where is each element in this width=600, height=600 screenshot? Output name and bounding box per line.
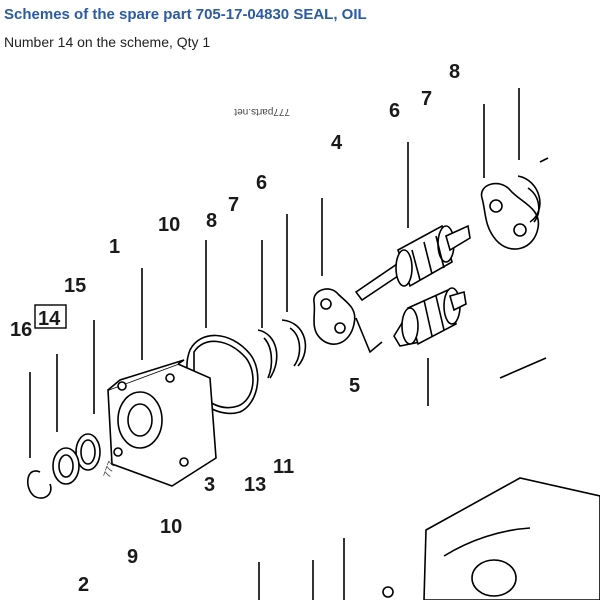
- callout-1: 1: [109, 236, 120, 258]
- callouts: 8 7 6 4 6 7 10 8 1 15 16 14 5 11 3 13 10…: [10, 61, 460, 596]
- pump-cover: [382, 477, 600, 600]
- oil-seal-assembly: [27, 433, 101, 499]
- watermark-top: 777parts.net: [234, 106, 290, 117]
- callout-8-top: 8: [449, 61, 460, 83]
- callout-2: 2: [78, 574, 89, 596]
- part-position-subtitle: Number 14 on the scheme, Qty 1: [4, 34, 211, 50]
- callout-14-highlight-box: [34, 304, 67, 329]
- side-plate-lower: [313, 288, 356, 345]
- callout-10-bottom: 10: [160, 516, 182, 538]
- callout-16: 16: [10, 319, 32, 341]
- callout-11: 11: [273, 456, 294, 478]
- callout-8-mid: 8: [206, 210, 217, 232]
- callout-7-top: 7: [421, 88, 432, 110]
- callout-4: 4: [331, 132, 343, 154]
- callout-9: 9: [127, 546, 138, 568]
- callout-3: 3: [204, 474, 215, 496]
- pinion-shaft-lower: [393, 287, 467, 347]
- callout-5: 5: [349, 375, 360, 397]
- callout-13: 13: [244, 474, 266, 496]
- page-title: Schemes of the spare part 705-17-04830 S…: [4, 6, 367, 23]
- callout-6-top: 6: [389, 100, 400, 122]
- callout-15: 15: [64, 275, 86, 297]
- pinion-shaft-upper: [354, 224, 471, 302]
- callout-10-top: 10: [158, 214, 180, 236]
- callout-6-mid: 6: [256, 172, 267, 194]
- leader-lines: [29, 88, 547, 600]
- pump-housing: [107, 359, 217, 487]
- callout-7-mid: 7: [228, 194, 239, 216]
- backup-rings: [257, 157, 549, 379]
- callout-14: 14: [38, 308, 61, 330]
- side-plate-upper: [480, 182, 540, 250]
